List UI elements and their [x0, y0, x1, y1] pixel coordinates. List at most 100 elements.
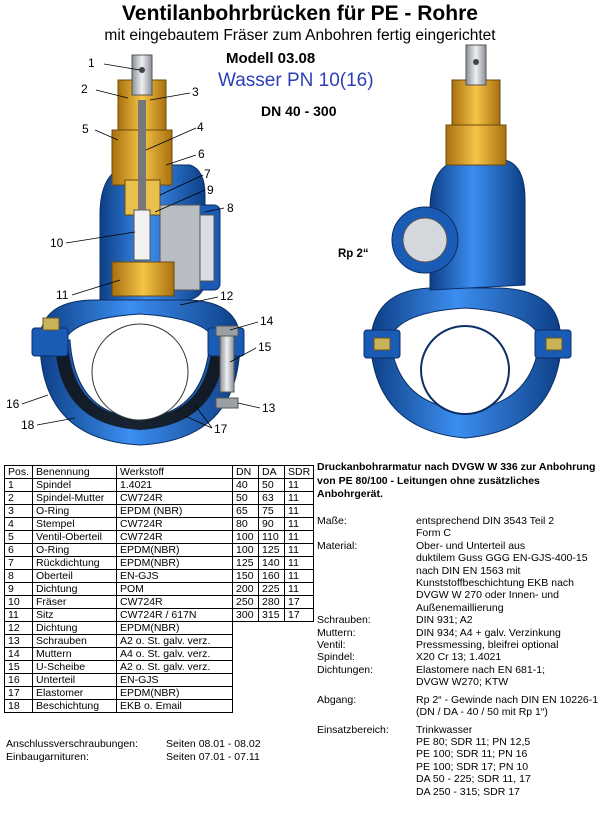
washer-right: [215, 325, 239, 337]
table-cell: Elastomer: [32, 686, 118, 700]
spec-key: [317, 589, 416, 601]
table-cell: 11: [284, 582, 315, 596]
callout-6: 6: [198, 147, 205, 161]
table-cell: CW724R: [116, 491, 234, 505]
spec-row: (DN / DA - 40 / 50 mit Rp 1“): [317, 706, 600, 718]
table-cell: 14: [3, 647, 34, 661]
table-cell: 125: [232, 556, 260, 570]
callout-11: 11: [56, 288, 69, 302]
table-cell: 1: [3, 478, 34, 492]
spec-value: PE 100; SDR 11; PN 16: [416, 748, 528, 761]
spec-key: Abgang:: [317, 693, 357, 706]
callout-4: 4: [197, 120, 204, 134]
table-header-cell: DA: [258, 465, 286, 479]
spec-row: nach DIN EN 1563 mit: [317, 565, 600, 577]
callout-14: 14: [260, 314, 274, 328]
table-cell: 7: [3, 556, 34, 570]
table-cell: POM: [116, 582, 234, 596]
spec-key: [317, 676, 416, 688]
spec-value: duktilem Guss GGG EN-GJS-400-15: [416, 552, 588, 565]
table-cell: 8: [3, 569, 34, 583]
table-header-cell: Werkstoff: [116, 465, 234, 479]
reference-label: Anschlussverschraubungen:: [6, 738, 138, 750]
table-header-cell: Benennung: [32, 465, 118, 479]
spindle-hole: [139, 67, 145, 73]
table-cell: [285, 648, 314, 661]
table-cell: EPDM(NBR): [116, 543, 234, 557]
table-cell: 11: [284, 530, 315, 544]
table-cell: CW724R: [116, 517, 234, 531]
spec-value: DA 50 - 225; SDR 11, 17: [416, 773, 531, 786]
table-cell: EPDM (NBR): [116, 504, 234, 518]
spec-value: X20 Cr 13; 1.4021: [416, 651, 502, 664]
table-cell: [285, 635, 314, 648]
nut-left: [42, 317, 60, 331]
table-header-cell: DN: [232, 465, 260, 479]
table-cell: 50: [232, 491, 260, 505]
washer-right-low: [215, 397, 239, 409]
table-cell: 100: [232, 530, 260, 544]
table-cell: CW724R / 617N: [116, 608, 234, 622]
page-title: Ventilanbohrbrücken für PE - Rohre: [122, 2, 478, 25]
table-cell: A2 o. St. galv. verz.: [116, 634, 234, 648]
table-cell: Spindel-Mutter: [32, 491, 118, 505]
spec-value: PE 100; SDR 17; PN 10: [416, 760, 529, 773]
table-cell: 1.4021: [116, 478, 234, 492]
table-cell: 6: [3, 543, 34, 557]
table-cell: 16: [3, 673, 34, 687]
table-cell: [259, 622, 285, 635]
leader-lines: [21, 63, 261, 429]
table-cell: O-Ring: [32, 504, 118, 518]
table-cell: [259, 700, 285, 713]
table-cell: A2 o. St. galv. verz.: [116, 660, 234, 674]
table-cell: [233, 635, 259, 648]
table-cell: Spindel: [32, 478, 118, 492]
table-cell: [259, 687, 285, 700]
spec-key: Dichtungen:: [317, 663, 374, 676]
callout-13: 13: [262, 401, 276, 415]
table-cell: [233, 687, 259, 700]
spec-row: Kunststoffbeschichtung EKB nach: [317, 577, 600, 589]
spring: [133, 209, 151, 261]
spec-key: [317, 786, 416, 798]
spec-key: [317, 748, 416, 760]
reference-row: Einbaugarnituren: Seiten 07.01 - 07.11: [6, 751, 261, 764]
table-cell: 300: [232, 608, 260, 622]
spec-row: Maße:entsprechend DIN 3543 Teil 2: [317, 515, 600, 527]
spec-row: Form C: [317, 527, 600, 539]
table-cell: [259, 648, 285, 661]
table-cell: [285, 622, 314, 635]
callout-5: 5: [82, 122, 89, 136]
ext-pipe-bore: [420, 325, 510, 415]
table-cell: [233, 661, 259, 674]
spec-key: [317, 565, 416, 577]
table-cell: 225: [258, 582, 286, 596]
table-cell: 17: [3, 686, 34, 700]
table-cell: 90: [258, 517, 286, 531]
callout-8: 8: [227, 201, 234, 215]
table-cell: 280: [258, 595, 286, 609]
model-label: Modell 03.08: [226, 50, 316, 67]
spec-value: DVGW W 270 oder Innen- und: [416, 589, 559, 602]
table-header-cell: SDR: [284, 465, 315, 479]
table-cell: Schrauben: [32, 634, 118, 648]
table-cell: Dichtung: [32, 621, 118, 635]
table-cell: 9: [3, 582, 34, 596]
spindle: [131, 54, 153, 96]
table-cell: 11: [284, 491, 315, 505]
reference-label: Einbaugarnituren:: [6, 751, 89, 763]
callout-2: 2: [81, 82, 88, 96]
cutter: [111, 261, 175, 297]
spec-value: Form C: [416, 527, 451, 540]
table-cell: 12: [3, 621, 34, 635]
table-cell: 110: [258, 530, 286, 544]
spec-key: Schrauben:: [317, 614, 371, 627]
